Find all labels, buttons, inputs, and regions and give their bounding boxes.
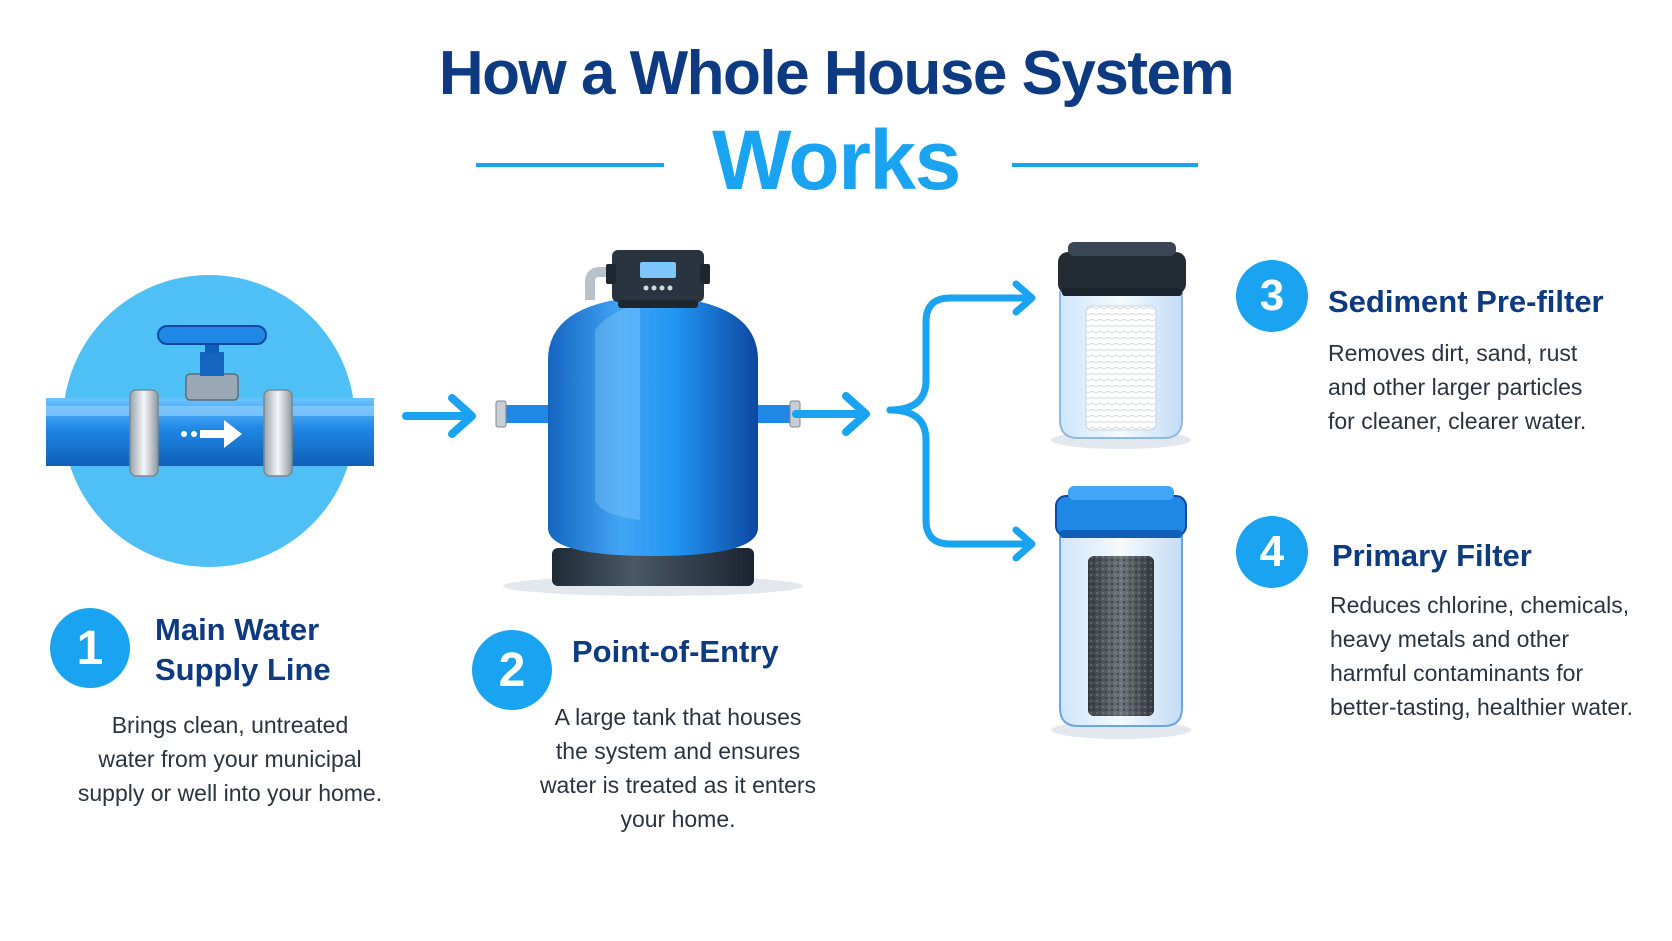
step-2-desc-line-3: water is treated as it enters bbox=[539, 772, 817, 798]
step-1-title: Main Water Supply Line bbox=[155, 610, 331, 690]
step-2-description: A large tank that houses the system and … bbox=[478, 700, 878, 836]
title-line-2: Works bbox=[712, 113, 961, 207]
step-1-description: Brings clean, untreated water from your … bbox=[40, 708, 420, 810]
step-3-badge: 3 bbox=[1236, 260, 1308, 332]
step-4-desc-line-3: harmful contaminants for bbox=[1330, 660, 1584, 686]
step-3-desc-line-1: Removes dirt, sand, rust bbox=[1328, 340, 1578, 366]
step-3-title: Sediment Pre-filter bbox=[1328, 284, 1604, 319]
step-3-desc-line-2: and other larger particles bbox=[1328, 374, 1583, 400]
step-1-desc-line-3: supply or well into your home. bbox=[77, 780, 383, 806]
step-2-desc-line-4: your home. bbox=[620, 806, 736, 832]
flow-arrow-2 bbox=[792, 392, 870, 436]
step-4-desc-line-1: Reduces chlorine, chemicals, bbox=[1330, 592, 1630, 618]
carbon-filter-icon bbox=[1051, 486, 1191, 739]
step-1-badge: 1 bbox=[50, 608, 130, 688]
step-2-title: Point-of-Entry bbox=[572, 634, 779, 669]
tank-icon bbox=[495, 250, 803, 596]
step-4-description: Reduces chlorine, chemicals, heavy metal… bbox=[1330, 588, 1633, 724]
step-4-desc-line-2: heavy metals and other bbox=[1330, 626, 1570, 652]
step-1-desc-line-1: Brings clean, untreated bbox=[111, 712, 349, 738]
step-4-badge: 4 bbox=[1236, 516, 1308, 588]
split-arrows bbox=[886, 280, 1036, 562]
step-2-badge: 2 bbox=[472, 630, 552, 710]
flow-arrow-1 bbox=[402, 394, 476, 438]
step-1-title-line-1: Main Water bbox=[155, 612, 320, 647]
step-2-desc-line-2: the system and ensures bbox=[555, 738, 801, 764]
step-1-title-line-2: Supply Line bbox=[155, 652, 331, 687]
step-2-desc-line-1: A large tank that houses bbox=[554, 704, 802, 730]
sediment-filter-icon bbox=[1051, 242, 1191, 449]
step-3-desc-line-3: for cleaner, clearer water. bbox=[1328, 408, 1587, 434]
step-3-description: Removes dirt, sand, rust and other large… bbox=[1328, 336, 1586, 438]
step-4-desc-line-4: better-tasting, healthier water. bbox=[1330, 694, 1633, 720]
step-1-desc-line-2: water from your municipal bbox=[98, 746, 362, 772]
pipe-valve-icon bbox=[46, 275, 374, 567]
step-4-title: Primary Filter bbox=[1332, 538, 1532, 573]
title-line-1: How a Whole House System bbox=[438, 39, 1235, 108]
